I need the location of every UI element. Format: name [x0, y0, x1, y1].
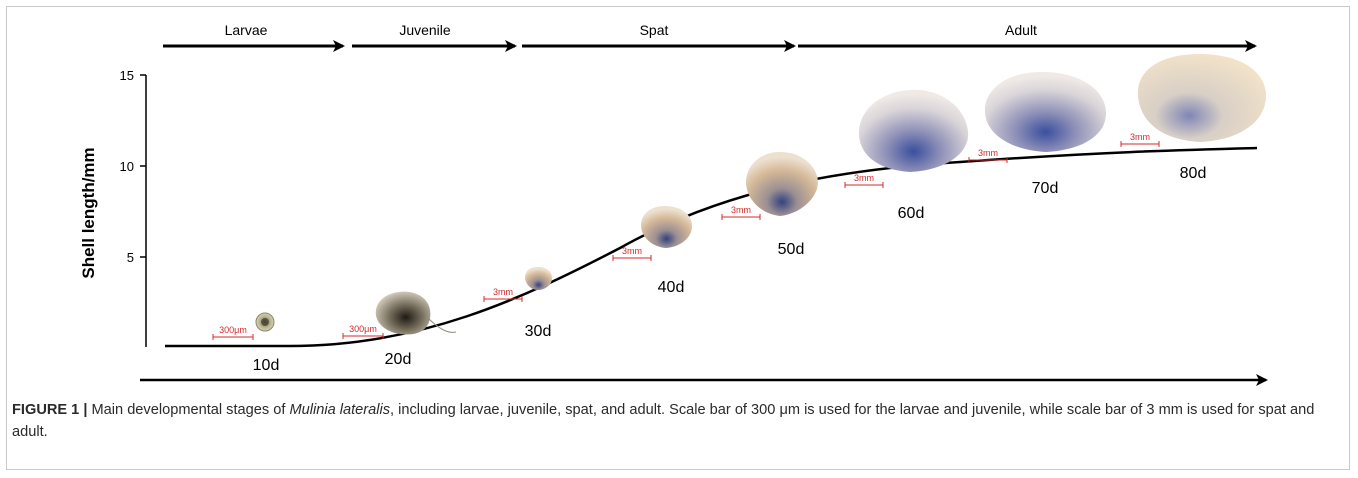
y-tick-label-5: 5: [127, 250, 134, 265]
scale-bars: [212, 141, 1160, 340]
y-tick-label-15: 15: [120, 68, 134, 83]
scale-bar-label: 300μm: [349, 324, 377, 334]
scale-bar-label: 3mm: [854, 173, 874, 183]
caption-text-before: Main developmental stages of: [87, 402, 290, 418]
stage-label-spat: Spat: [640, 22, 669, 38]
caption-species: Mulinia lateralis: [289, 402, 391, 418]
scale-bar-label: 300μm: [219, 325, 247, 335]
y-tick-label-10: 10: [120, 159, 134, 174]
caption-text-after: , including larvae, juvenile, spat, and …: [12, 402, 1315, 440]
scale-bar-label: 3mm: [493, 287, 513, 297]
day-label-10d: 10d: [253, 357, 280, 374]
day-label-40d: 40d: [658, 279, 685, 296]
stage-label-adult: Adult: [1005, 22, 1037, 38]
y-axis-label: Shell length/mm: [79, 147, 98, 278]
scale-bar-label: 3mm: [1130, 132, 1150, 142]
stage-label-juvenile: Juvenile: [399, 22, 451, 38]
day-label-20d: 20d: [385, 351, 412, 368]
caption-label: FIGURE 1 |: [12, 402, 88, 418]
day-label-60d: 60d: [898, 205, 925, 222]
specimen-10d: [255, 312, 275, 332]
scale-bar-label: 3mm: [978, 148, 998, 158]
figure-caption: FIGURE 1 | Main developmental stages of …: [12, 399, 1332, 443]
growth-curve: [165, 146, 1258, 348]
specimen-80d: [1137, 53, 1266, 142]
day-label-80d: 80d: [1180, 165, 1207, 182]
stage-label-larvae: Larvae: [225, 22, 268, 38]
specimen-20d: [375, 291, 457, 335]
specimen-30d: [525, 267, 552, 290]
scale-bar-label: 3mm: [731, 205, 751, 215]
specimen-60d: [858, 89, 969, 172]
day-label-30d: 30d: [525, 323, 552, 340]
day-label-50d: 50d: [778, 241, 805, 258]
specimen-70d: [984, 72, 1107, 152]
day-label-70d: 70d: [1032, 180, 1059, 197]
scale-bar-label: 3mm: [622, 246, 642, 256]
specimen-40d: [641, 206, 692, 248]
specimen-50d: [746, 152, 818, 216]
